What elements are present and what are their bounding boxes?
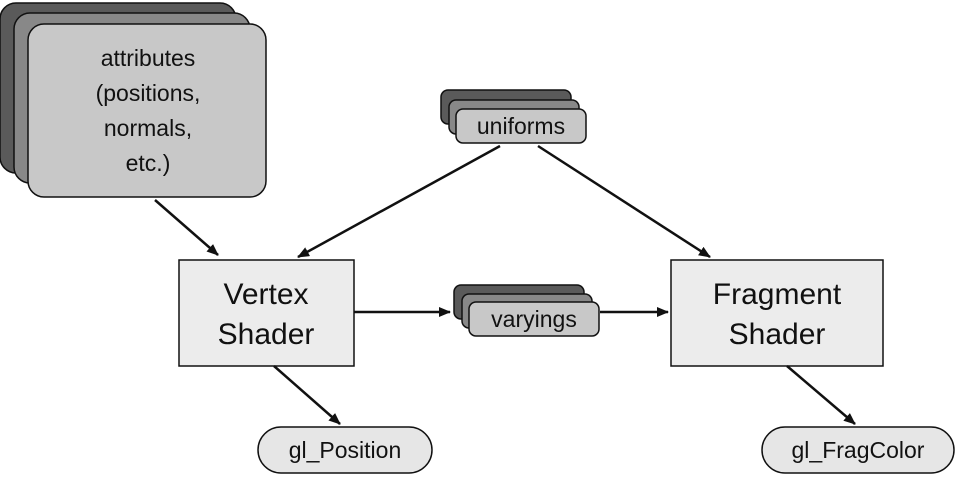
gl-fragcolor-label: gl_FragColor: [792, 437, 925, 463]
vertex-shader-box: [178, 259, 355, 367]
uniforms-stack-front: [455, 108, 587, 144]
vertex-shader-node: Vertex Shader: [178, 259, 355, 367]
arrow-uniforms-to-fragment: [537, 144, 711, 259]
gl-fragcolor-pill: [761, 426, 955, 474]
attributes-stack-front: [27, 23, 267, 198]
attributes-node: attributes (positions, normals, etc.): [0, 2, 267, 198]
attributes-label-line-3: normals,: [104, 115, 192, 141]
arrow-vertex-to-gl-position: [273, 365, 341, 425]
gl-fragcolor-node: gl_FragColor: [761, 426, 955, 474]
varyings-node: varyings: [453, 284, 600, 337]
varyings-stack-front: [468, 301, 600, 337]
attributes-label-line-1: attributes: [101, 45, 196, 71]
attributes-label-line-4: etc.): [126, 150, 171, 176]
varyings-label: varyings: [491, 306, 577, 332]
attributes-label-line-2: (positions,: [96, 80, 201, 106]
arrow-attributes-to-vertex: [154, 199, 219, 256]
fragment-shader-label-line-2: Shader: [729, 318, 826, 351]
gl-position-pill: [257, 426, 433, 474]
fragment-shader-node: Fragment Shader: [670, 259, 884, 367]
uniforms-label: uniforms: [477, 113, 565, 139]
fragment-shader-label-line-1: Fragment: [713, 278, 842, 311]
arrow-uniforms-to-vertex: [297, 144, 501, 259]
uniforms-node: uniforms: [440, 89, 587, 144]
vertex-shader-label-line-1: Vertex: [223, 278, 308, 311]
fragment-shader-box: [670, 259, 884, 367]
gl-position-node: gl_Position: [257, 426, 433, 474]
vertex-shader-label-line-2: Shader: [218, 318, 315, 351]
arrow-fragment-to-gl-fragcolor: [786, 365, 856, 425]
gl-position-label: gl_Position: [289, 437, 402, 463]
